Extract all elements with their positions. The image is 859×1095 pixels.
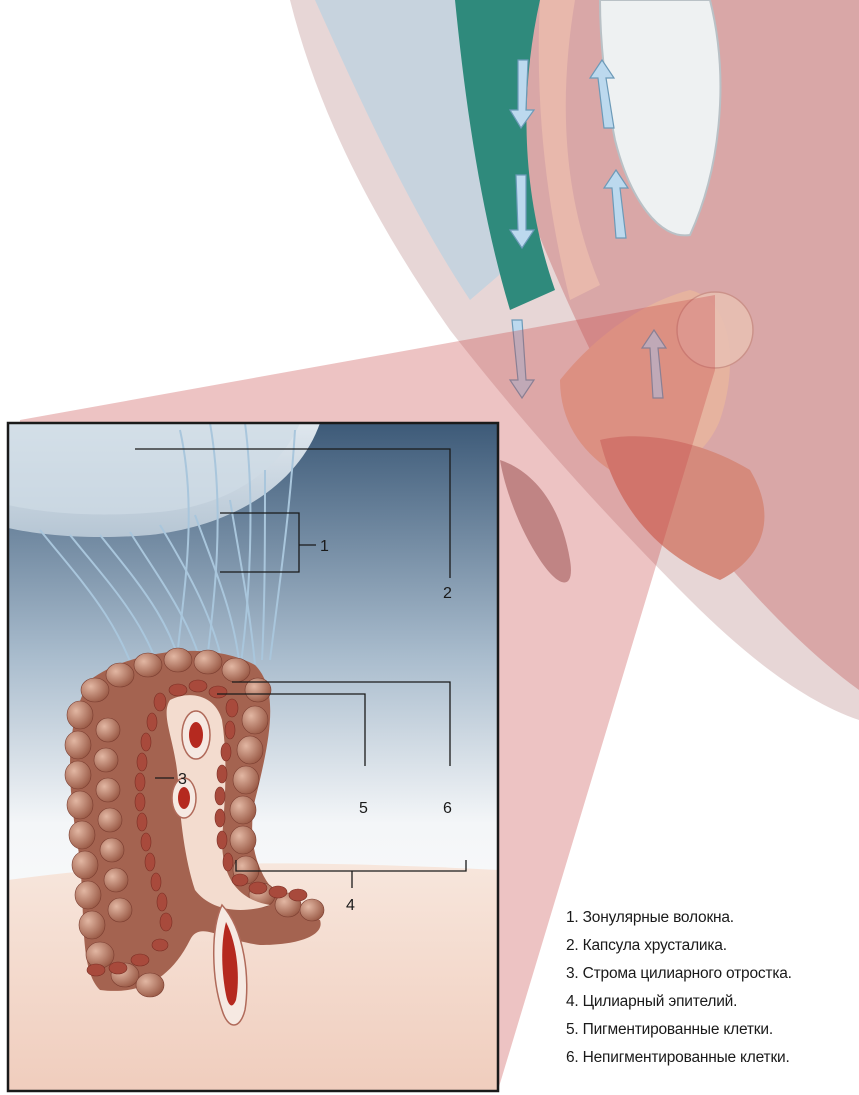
legend-item-6: 6. Непигментированные клетки.	[566, 1044, 859, 1072]
legend: 1. Зонулярные волокна. 2. Капсула хруста…	[566, 904, 859, 1072]
legend-item-2: 2. Капсула хрусталика.	[566, 932, 859, 960]
inset-panel	[8, 423, 498, 1091]
legend-item-3: 3. Строма цилиарного отростка.	[566, 960, 859, 988]
legend-item-5: 5. Пигментированные клетки.	[566, 1016, 859, 1044]
callout-5: 5	[359, 800, 368, 817]
callout-2: 2	[443, 585, 452, 602]
callout-4: 4	[346, 897, 355, 914]
callout-6: 6	[443, 800, 452, 817]
legend-item-1: 1. Зонулярные волокна.	[566, 904, 859, 932]
callout-3: 3	[178, 771, 187, 788]
legend-item-4: 4. Цилиарный эпителий.	[566, 988, 859, 1016]
callout-1: 1	[320, 538, 329, 555]
